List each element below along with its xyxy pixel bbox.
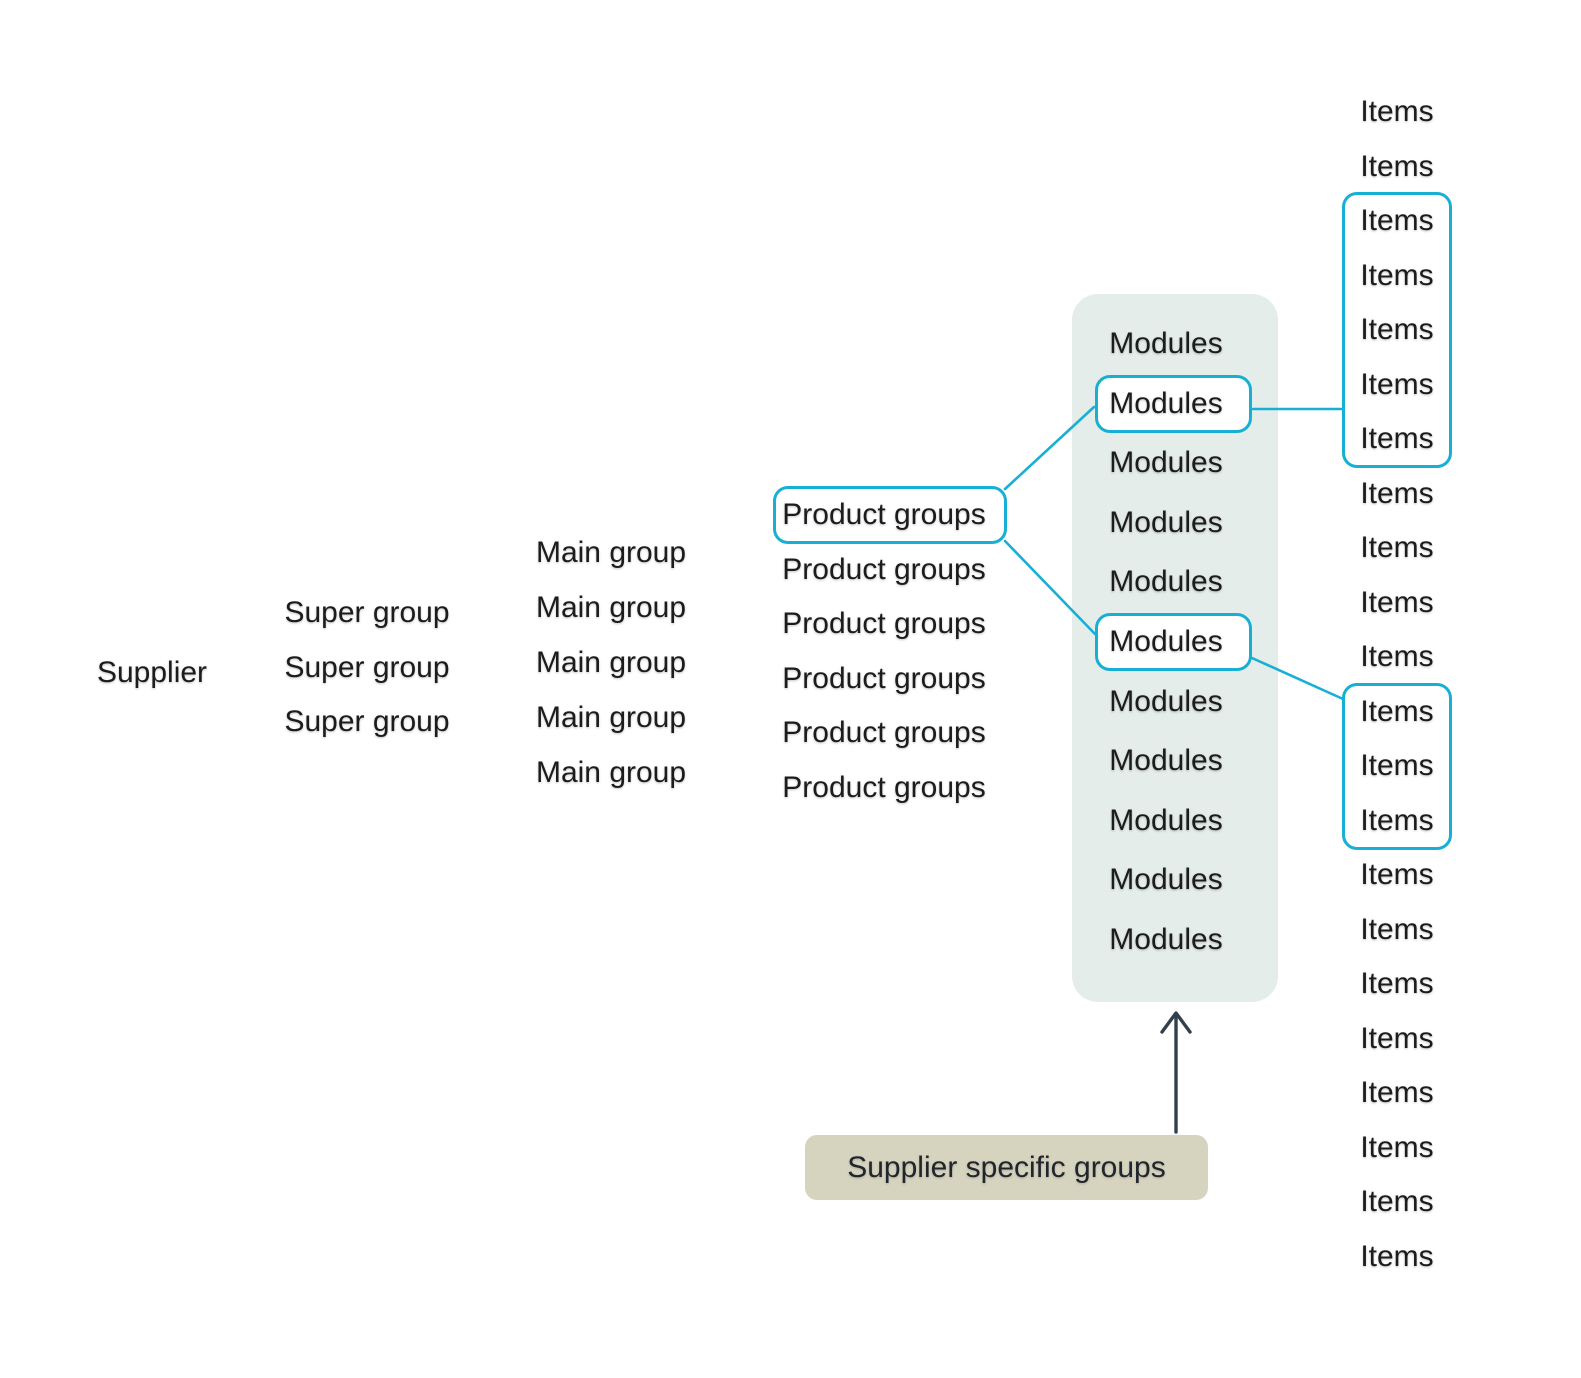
items-label: Items <box>1360 367 1434 401</box>
highlight-box-modules-5 <box>1095 613 1252 671</box>
connector-productgroups-to-modules-box1 <box>1003 405 1096 491</box>
super-group-label: Super group <box>284 596 450 629</box>
items-label: Items <box>1360 694 1434 728</box>
items-label: Items <box>1360 912 1434 946</box>
items-label: Items <box>1360 858 1434 891</box>
main-group-label: Main group <box>535 536 687 569</box>
main-group-label: Main group <box>535 591 687 624</box>
product-groups-label: Product groups <box>782 716 986 750</box>
items-label: Items <box>1360 476 1434 510</box>
items-label: Items <box>1360 640 1434 673</box>
items-label: Items <box>1360 1239 1434 1273</box>
modules-label: Modules <box>1109 625 1223 658</box>
arrow-head-icon <box>1160 1011 1192 1034</box>
modules-label: Modules <box>1109 803 1223 837</box>
modules-label: Modules <box>1109 327 1223 360</box>
modules-label: Modules <box>1109 446 1223 480</box>
items-label: Items <box>1360 803 1434 837</box>
modules-label: Modules <box>1109 684 1223 718</box>
main-group-label: Main group <box>535 701 687 734</box>
modules-label: Modules <box>1109 386 1223 420</box>
main-group-label: Main group <box>535 756 687 789</box>
items-label: Items <box>1360 204 1434 237</box>
connector-productgroups-to-modules-box2 <box>1003 539 1097 636</box>
product-groups-label: Product groups <box>782 552 986 586</box>
items-label: Items <box>1360 749 1434 782</box>
modules-label: Modules <box>1109 863 1223 897</box>
supplier-label: Supplier <box>96 656 208 689</box>
items-label: Items <box>1360 258 1434 292</box>
items-label: Items <box>1360 1185 1434 1218</box>
items-label: Items <box>1360 313 1434 346</box>
modules-label: Modules <box>1109 565 1223 599</box>
highlight-box-items-11-13 <box>1342 682 1452 850</box>
product-groups-label: Product groups <box>782 607 986 641</box>
supplier-specific-arrow <box>1160 1011 1192 1134</box>
product-groups-label: Product groups <box>782 771 986 804</box>
items-label: Items <box>1360 585 1434 619</box>
modules-label: Modules <box>1109 744 1223 778</box>
items-label: Items <box>1360 1076 1434 1109</box>
supplier-specific-groups-label: Supplier specific groups <box>847 1150 1166 1184</box>
connector-modules-box2-to-items-group2 <box>1250 656 1345 701</box>
super-group-label: Super group <box>284 705 450 738</box>
main-group-label: Main group <box>535 646 687 679</box>
items-label: Items <box>1360 1130 1434 1164</box>
super-group-label: Super group <box>284 650 450 684</box>
items-label: Items <box>1360 967 1434 1000</box>
items-label: Items <box>1360 1021 1434 1055</box>
items-label: Items <box>1360 422 1434 455</box>
items-label: Items <box>1360 531 1434 564</box>
highlight-box-modules-1 <box>1095 374 1252 433</box>
product-groups-label: Product groups <box>782 498 986 531</box>
modules-label: Modules <box>1109 505 1223 539</box>
highlight-box-items-2-6 <box>1342 192 1452 468</box>
supplier-specific-groups-box: Supplier specific groups <box>805 1135 1208 1200</box>
items-label: Items <box>1360 149 1434 183</box>
product-groups-label: Product groups <box>782 661 986 695</box>
highlight-box-product-groups-0 <box>773 486 1007 544</box>
modules-label: Modules <box>1109 923 1223 956</box>
items-label: Items <box>1360 95 1434 128</box>
